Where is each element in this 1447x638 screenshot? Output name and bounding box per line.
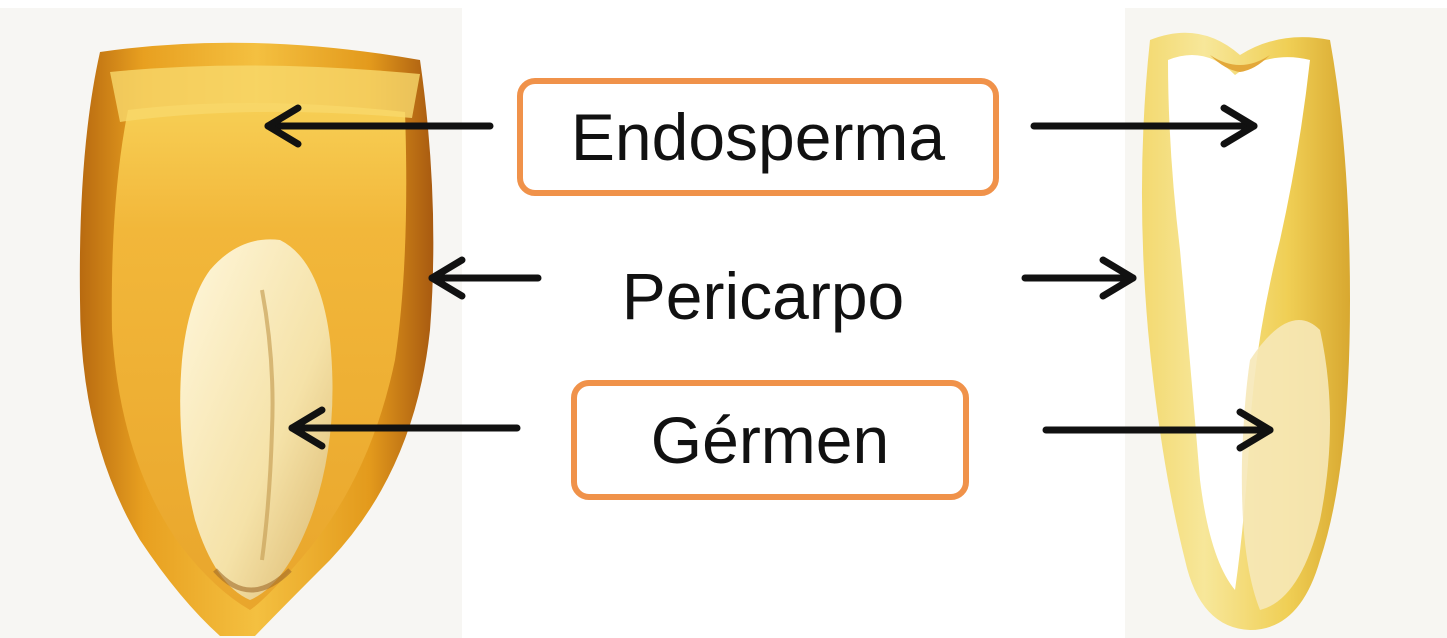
label-endosperma: Endosperma	[517, 78, 999, 196]
arrow-pericarpo-left	[432, 260, 538, 296]
label-germen-text: Gérmen	[651, 407, 889, 473]
label-germen: Gérmen	[571, 380, 969, 500]
arrow-pericarpo-right	[1025, 260, 1133, 296]
label-pericarpo: Pericarpo	[583, 256, 943, 336]
label-endosperma-text: Endosperma	[571, 104, 945, 170]
label-pericarpo-text: Pericarpo	[622, 263, 904, 329]
